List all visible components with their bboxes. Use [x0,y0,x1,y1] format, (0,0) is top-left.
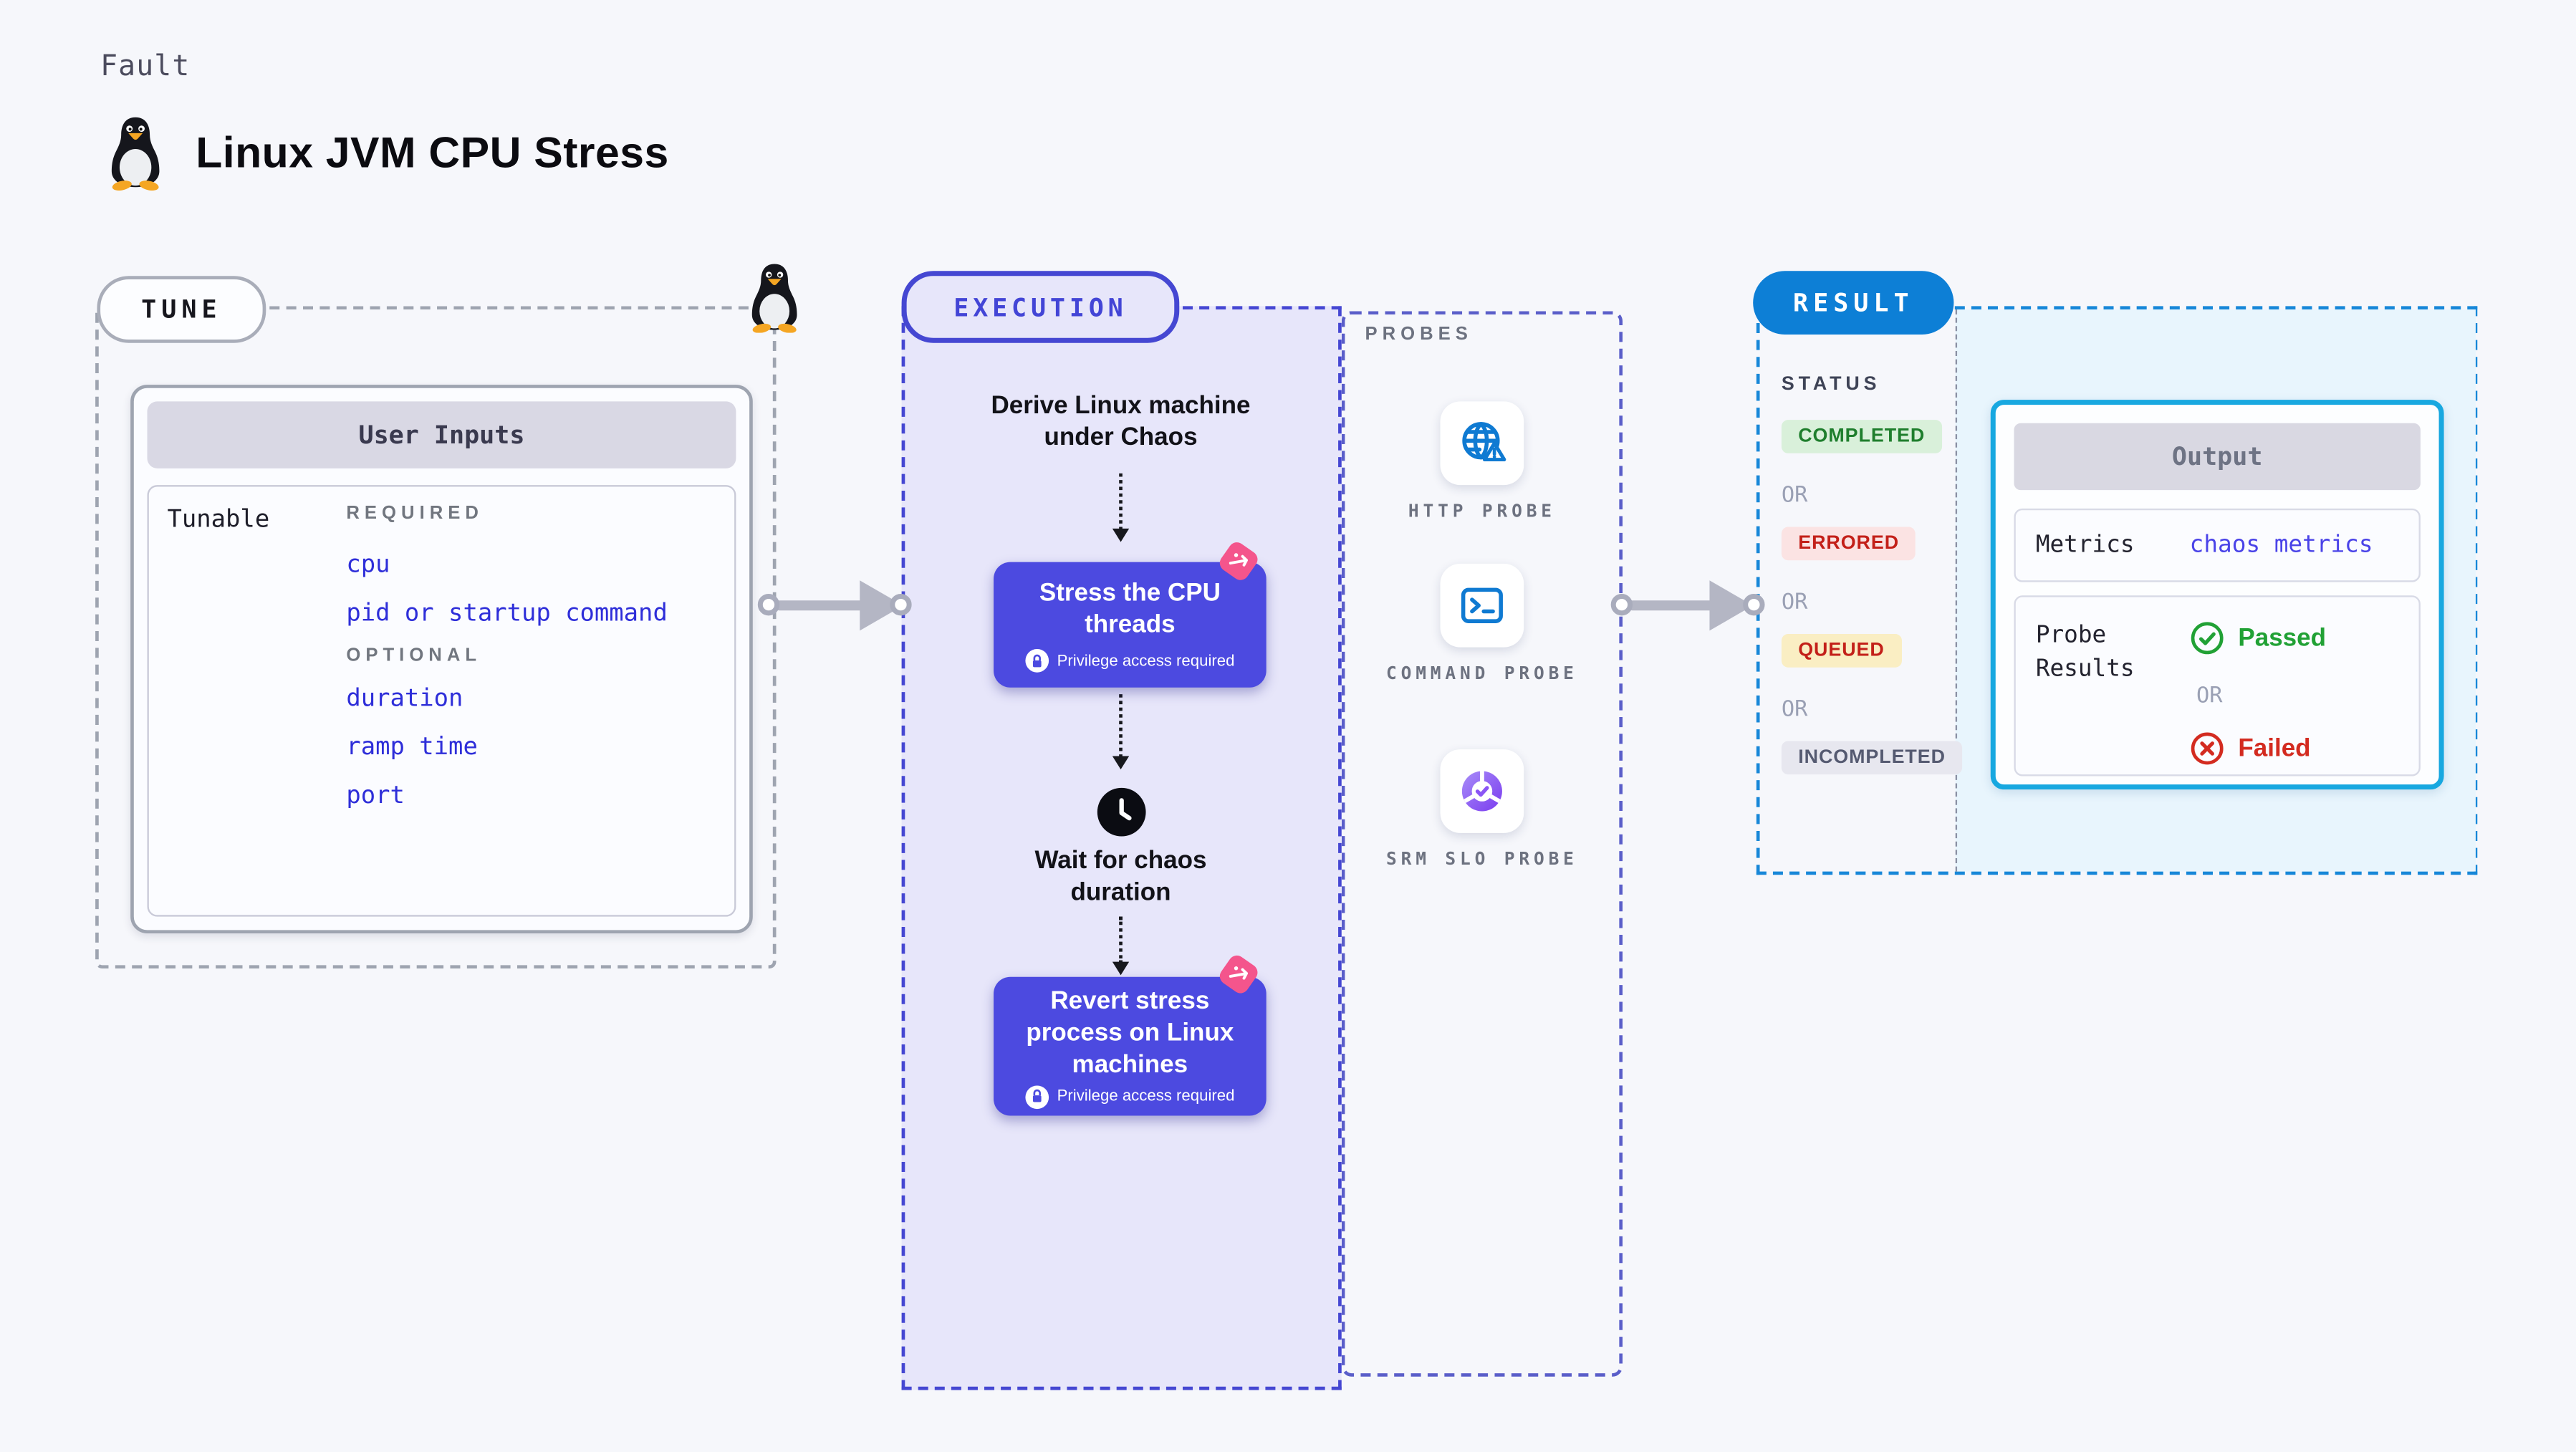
privilege-note: Privilege access required [1025,1085,1234,1109]
param-duration[interactable]: duration [346,686,463,713]
user-inputs-body [147,485,736,917]
check-circle-icon [2191,622,2224,655]
tune-badge: TUNE [97,276,266,343]
page-title: Linux JVM CPU Stress [196,127,669,178]
slo-pie-check-icon [1461,771,1502,812]
result-badge: RESULT [1753,271,1954,335]
or-separator: OR [2196,684,2223,710]
srm-slo-probe-label: SRM SLO PROBE [1385,850,1578,870]
metrics-label: Metrics [2035,532,2135,559]
param-ramp-time[interactable]: ramp time [346,734,478,761]
command-probe-card [1440,563,1524,648]
probes-label: PROBES [1365,324,1473,345]
or-separator: OR [1781,483,1808,509]
connector-dot [1743,593,1765,616]
lock-icon [1025,649,1049,673]
arrow-down-icon [1112,961,1130,976]
revert-stress-node: Revert stress process on Linux machines … [994,976,1267,1116]
chaos-fault-icon [1216,539,1261,584]
user-inputs-header: User Inputs [147,401,736,468]
status-errored-chip: ERRORED [1781,527,1916,561]
execution-to-result-arrow [1628,600,1719,611]
stress-cpu-label: Stress the CPU threads [1039,578,1221,640]
or-separator: OR [1781,697,1808,723]
flow-connector [1119,473,1123,531]
param-pid-or-startup-command[interactable]: pid or startup command [346,600,668,628]
output-header: Output [2014,423,2421,491]
failed-row: Failed [2190,731,2311,766]
status-label: STATUS [1781,375,1881,395]
derive-step-label: Derive Linux machine under Chaos [991,391,1251,452]
status-incompleted-chip: INCOMPLETED [1781,741,1963,775]
passed-row: Passed [2190,620,2326,655]
optional-label: OPTIONAL [346,645,482,666]
lock-icon [1025,1085,1049,1109]
connector-dot [1610,593,1633,616]
x-circle-icon [2191,732,2224,765]
failed-label: Failed [2238,734,2311,763]
execution-badge: EXECUTION [901,271,1180,343]
terminal-icon [1461,587,1503,623]
command-probe-label: COMMAND PROBE [1385,664,1578,685]
http-probe-label: HTTP PROBE [1408,501,1556,522]
probe-results-label: Probe Results [2035,622,2135,683]
param-cpu[interactable]: cpu [346,552,390,579]
probe-results-row: Probe Results Passed OR Failed [2014,595,2421,777]
flow-connector [1119,916,1123,964]
stress-cpu-node: Stress the CPU threads Privilege access … [994,562,1267,688]
tune-section-box [95,306,777,969]
srm-slo-probe-card [1440,749,1524,833]
arrow-down-icon [1112,528,1130,542]
or-separator: OR [1781,590,1808,616]
probes-section-box [1341,311,1623,1377]
param-port[interactable]: port [346,782,405,810]
fault-kicker: Fault [100,50,191,84]
arrow-down-icon [1112,756,1130,770]
revert-stress-label: Revert stress process on Linux machines [1026,986,1234,1078]
tunable-label: Tunable [167,506,270,534]
metrics-row: Metrics chaos metrics [2014,508,2421,582]
tune-to-execution-arrow [774,600,868,611]
flow-connector [1119,694,1123,758]
required-label: REQUIRED [346,503,484,524]
metrics-value-link[interactable]: chaos metrics [2189,532,2373,559]
linux-tux-icon [111,117,160,191]
connector-dot [757,593,780,616]
wait-step-label: Wait for chaos duration [1034,846,1207,907]
status-completed-chip: COMPLETED [1781,420,1942,453]
linux-tux-icon [751,264,797,333]
globe-warning-icon [1462,422,1506,462]
http-probe-card [1440,401,1524,486]
chaos-fault-icon [1216,952,1261,997]
connector-dot [890,593,912,616]
output-card: Output Metrics chaos metrics Probe Resul… [1990,400,2444,790]
status-queued-chip: QUEUED [1781,634,1902,668]
privilege-note: Privilege access required [1025,649,1234,673]
passed-label: Passed [2238,623,2327,653]
clock-icon [1097,787,1146,837]
